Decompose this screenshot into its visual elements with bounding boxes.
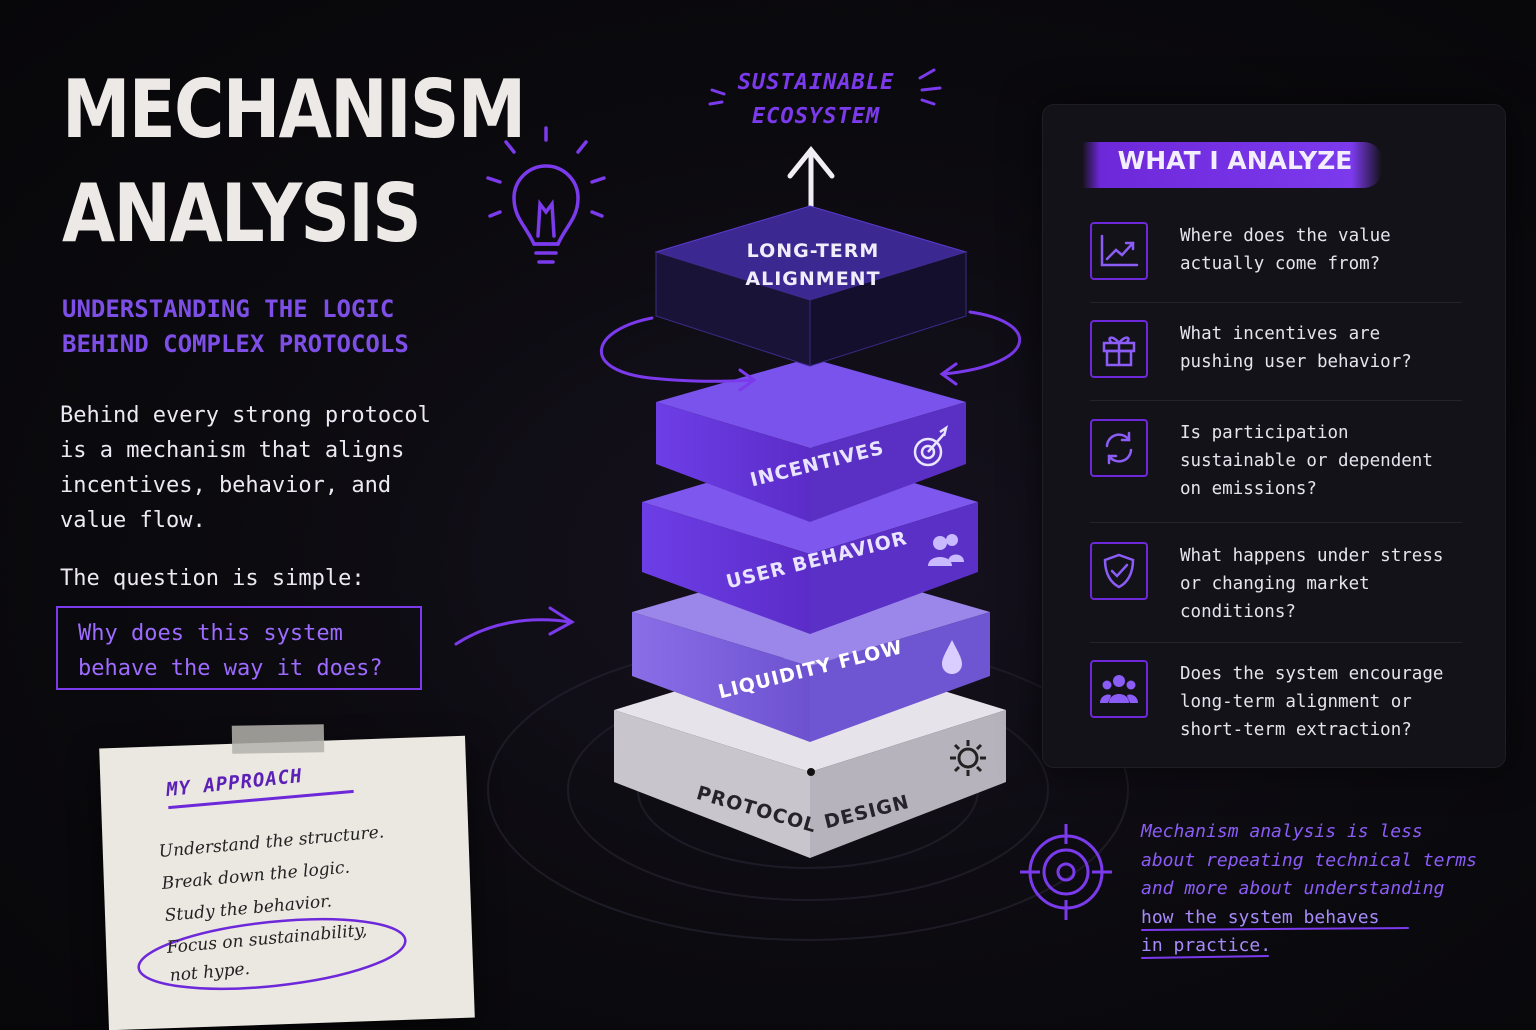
lightbulb-icon bbox=[486, 126, 606, 264]
analysis-line: actually come from? bbox=[1180, 254, 1381, 274]
question-line-1: Why does this system bbox=[78, 621, 343, 646]
panel-heading: WHAT I ANALYZE bbox=[1117, 146, 1353, 175]
analysis-item: Is participation sustainable or dependen… bbox=[1090, 419, 1462, 515]
chart-trend-icon bbox=[1090, 222, 1148, 280]
closing-emphasis-1: how the system behaves bbox=[1141, 906, 1380, 928]
analysis-item: Does the system encourage long-term alig… bbox=[1090, 660, 1462, 756]
divider bbox=[1090, 642, 1462, 643]
closing-line: about repeating technical terms bbox=[1141, 849, 1477, 871]
sustainable-line-1: SUSTAINABLE bbox=[737, 70, 895, 95]
analysis-item-text: Where does the value actually come from? bbox=[1180, 222, 1480, 278]
title-line-1: MECHANISM bbox=[62, 63, 526, 156]
sparkle-lines bbox=[708, 68, 942, 106]
analysis-item: What happens under stress or changing ma… bbox=[1090, 542, 1462, 638]
orbit-arrows bbox=[600, 310, 1022, 392]
mechanism-stack bbox=[600, 146, 1022, 858]
highlight-circle bbox=[137, 917, 407, 991]
question-box: Why does this system behave the way it d… bbox=[56, 606, 422, 690]
refresh-icon bbox=[1090, 419, 1148, 477]
intro-paragraph: Behind every strong protocol is a mechan… bbox=[60, 398, 480, 538]
droplet-icon bbox=[942, 640, 962, 674]
analysis-line: or changing market bbox=[1180, 574, 1370, 594]
long-term-line-1: LONG-TERM bbox=[746, 240, 880, 262]
intro-line: is a mechanism that aligns bbox=[60, 438, 405, 463]
emphasis-underline bbox=[1141, 927, 1409, 959]
analysis-line: What incentives are bbox=[1180, 324, 1381, 344]
analysis-item-text: What happens under stress or changing ma… bbox=[1180, 542, 1480, 626]
gear-icon bbox=[950, 740, 986, 776]
users-icon bbox=[1090, 660, 1148, 718]
gift-icon bbox=[1090, 320, 1148, 378]
sustainable-ecosystem-label: SUSTAINABLE ECOSYSTEM bbox=[716, 66, 916, 134]
analysis-line: Where does the value bbox=[1180, 226, 1391, 246]
closing-line: and more about understanding bbox=[1141, 878, 1445, 899]
analysis-item-text: Is participation sustainable or dependen… bbox=[1180, 419, 1480, 503]
subtitle-line-1: UNDERSTANDING THE LOGIC bbox=[62, 295, 395, 323]
question-line-2: behave the way it does? bbox=[78, 656, 383, 681]
pointer-arrow-icon bbox=[454, 606, 575, 646]
analysis-line: sustainable or dependent bbox=[1180, 451, 1433, 471]
analysis-line: Is participation bbox=[1180, 423, 1349, 443]
divider bbox=[1090, 400, 1462, 401]
divider bbox=[1090, 302, 1462, 303]
analysis-line: pushing user behavior? bbox=[1180, 352, 1412, 372]
closing-emphasis-2: in practice. bbox=[1141, 935, 1272, 956]
analysis-item-text: What incentives are pushing user behavio… bbox=[1180, 320, 1480, 376]
intro-line: incentives, behavior, and bbox=[60, 473, 392, 498]
analysis-line: conditions? bbox=[1180, 602, 1296, 622]
analysis-item-text: Does the system encourage long-term alig… bbox=[1180, 660, 1480, 744]
subtitle-line-2: BEHIND COMPLEX PROTOCOLS bbox=[62, 330, 409, 358]
closing-note: Mechanism analysis is less about repeati… bbox=[1141, 818, 1481, 961]
divider bbox=[1090, 522, 1462, 523]
analysis-line: What happens under stress bbox=[1180, 546, 1444, 566]
layer-long-term-alignment bbox=[654, 205, 968, 367]
closing-line: Mechanism analysis is less bbox=[1141, 821, 1423, 842]
target-icon bbox=[913, 425, 948, 467]
title-line-2: ANALYSIS bbox=[62, 167, 422, 260]
question-lead: The question is simple: bbox=[60, 566, 365, 591]
analysis-line: Does the system encourage bbox=[1180, 664, 1444, 684]
subtitle: UNDERSTANDING THE LOGIC BEHIND COMPLEX P… bbox=[62, 292, 492, 362]
layer-label-long-term: LONG-TERM ALIGNMENT bbox=[730, 237, 896, 293]
analysis-item: What incentives are pushing user behavio… bbox=[1090, 320, 1462, 390]
analysis-line: on emissions? bbox=[1180, 479, 1317, 499]
page-title: MECHANISM ANALYSIS bbox=[62, 58, 526, 266]
long-term-line-2: ALIGNMENT bbox=[745, 268, 881, 290]
intro-line: Behind every strong protocol bbox=[60, 403, 431, 428]
intro-line: value flow. bbox=[60, 508, 206, 533]
analysis-line: short-term extraction? bbox=[1180, 720, 1412, 740]
analysis-item: Where does the value actually come from? bbox=[1090, 222, 1462, 292]
shield-check-icon bbox=[1090, 542, 1148, 600]
heading-brush bbox=[1082, 142, 1382, 188]
crosshair-target-icon bbox=[1020, 824, 1112, 920]
sustainable-line-2: ECOSYSTEM bbox=[751, 104, 881, 129]
users-icon bbox=[928, 534, 964, 566]
analysis-line: long-term alignment or bbox=[1180, 692, 1412, 712]
tape bbox=[231, 724, 325, 754]
analysis-panel bbox=[1042, 104, 1506, 768]
